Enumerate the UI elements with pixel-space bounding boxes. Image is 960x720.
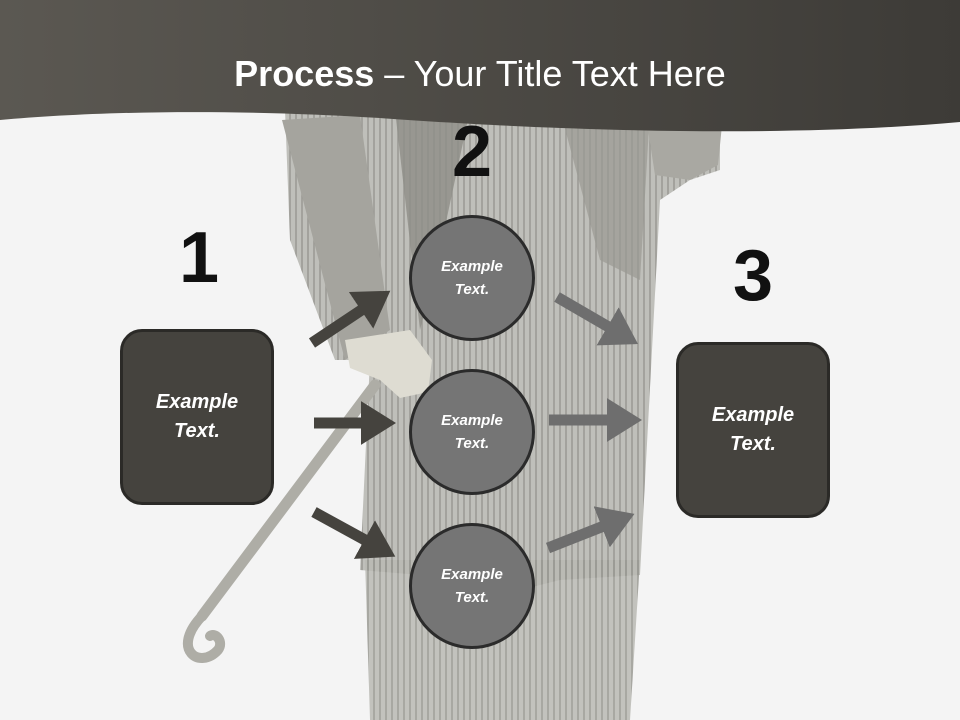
step-2-circle-bottom: Example Text. xyxy=(409,523,535,649)
arrow-right-bottom xyxy=(545,506,635,554)
arrow-left-bottom xyxy=(311,507,396,559)
step-number-3: 3 xyxy=(732,236,774,316)
circle-top-text: Example Text. xyxy=(441,258,503,298)
arrow-right-top xyxy=(554,292,639,346)
header-band xyxy=(0,0,960,132)
circle-middle-text: Example Text. xyxy=(441,412,503,452)
step-number-2: 2 xyxy=(451,112,493,192)
step-number-1: 1 xyxy=(178,218,220,298)
page-title: Process – Your Title Text Here xyxy=(0,52,960,96)
step-1-box: Example Text. xyxy=(120,329,274,505)
circle-bottom-text: Example Text. xyxy=(441,566,503,606)
step-2-circle-top: Example Text. xyxy=(409,215,535,341)
arrow-left-top xyxy=(308,290,391,348)
title-rest: – Your Title Text Here xyxy=(374,53,726,94)
step-1-text: Example Text. xyxy=(155,391,239,442)
step-2-circle-middle: Example Text. xyxy=(409,369,535,495)
title-bold: Process xyxy=(234,53,375,94)
step-3-box: Example Text. xyxy=(676,342,830,518)
step-3-text: Example Text. xyxy=(711,404,795,455)
